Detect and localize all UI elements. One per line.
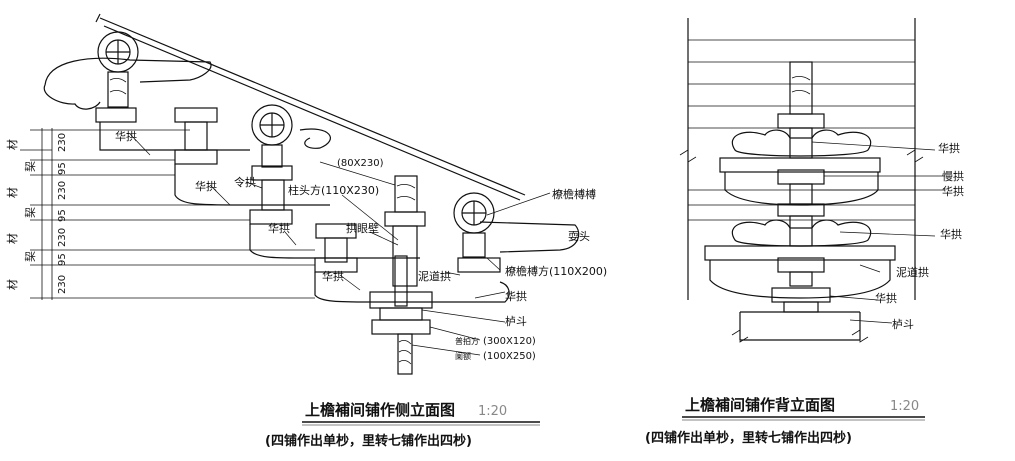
label-zhutoufang: 柱头方(110X230) xyxy=(288,183,379,197)
dim-side-label: 材 xyxy=(5,279,19,290)
back-title: 上檐補间铺作背立面图 xyxy=(685,396,835,414)
side-elevation xyxy=(20,13,580,375)
label-huagong-1: 华拱 xyxy=(115,129,137,143)
label-huagong-c: 华拱 xyxy=(940,227,962,241)
label-huagong-4: 华拱 xyxy=(322,269,344,283)
label-tuanfang: 橑檐榑方(110X200) xyxy=(505,264,607,278)
label-tuantuan: 橑檐榑榑 xyxy=(552,187,596,201)
purlin-wheel-1 xyxy=(97,31,139,108)
label-dim-300x120: (300X120) xyxy=(483,336,536,347)
label-huagong-a: 华拱 xyxy=(938,141,960,155)
label-linggong: 令拱 xyxy=(234,175,256,189)
dimension-ladder xyxy=(20,128,315,300)
label-ludou: 栌斗 xyxy=(505,314,527,328)
dim-value: 95 xyxy=(57,209,68,222)
mangong-cloud-lower xyxy=(731,219,872,247)
label-gonganbi: 拱眼壁 xyxy=(346,221,379,235)
cloud-profile-2 xyxy=(299,128,331,149)
dim-side-label: 栔 xyxy=(24,207,37,218)
purlin-wheel-2 xyxy=(251,104,293,168)
tier-4 xyxy=(314,255,510,321)
side-title: 上檐補间铺作侧立面图 xyxy=(305,401,455,419)
dim-value: 230 xyxy=(57,181,68,200)
back-subtitle: (四铺作出单杪，里转七铺作出四杪) xyxy=(645,430,852,446)
dim-side-label: 栔 xyxy=(24,161,37,172)
base-members xyxy=(371,319,431,375)
label-mangong: 慢拱 xyxy=(942,169,964,183)
label-huagong-5: 华拱 xyxy=(505,289,527,303)
label-huagong-b: 华拱 xyxy=(942,184,964,198)
back-leader-lines xyxy=(811,141,945,324)
side-subtitle: (四铺作出单杪，里转七铺作出四杪) xyxy=(265,433,472,449)
label-lan-e: 阑额 xyxy=(455,351,471,361)
label-nidaogong: 泥道拱 xyxy=(418,269,451,283)
wall-courses xyxy=(688,39,915,221)
tier-1 xyxy=(95,107,250,165)
label-huagong-2: 华拱 xyxy=(195,179,217,193)
label-huagong-3: 华拱 xyxy=(268,221,290,235)
purlin-wheel-3 xyxy=(453,192,495,258)
dim-side-label: 材 xyxy=(5,233,19,244)
label-dim-100x250: (100X250) xyxy=(483,351,536,362)
label-dim-80x230: (80X230) xyxy=(337,158,384,169)
label-shuatou: 耍头 xyxy=(568,230,590,243)
dim-value: 95 xyxy=(57,253,68,266)
dim-value: 230 xyxy=(57,275,68,294)
mangong-cloud-upper xyxy=(731,129,872,157)
label-pupaifang: 普拍方 xyxy=(455,336,479,346)
back-elevation xyxy=(679,18,945,343)
label-ludou-back: 栌斗 xyxy=(892,317,914,331)
dimension-values: 230 95 230 95 230 95 230 材 栔 材 栔 材 栔 材 xyxy=(5,133,68,294)
dim-value: 230 xyxy=(57,228,68,247)
side-title-block: 上檐補间铺作侧立面图 1:20 (四铺作出单杪，里转七铺作出四杪) xyxy=(265,401,540,449)
dim-value: 95 xyxy=(57,162,68,175)
side-labels: 华拱 华拱 令拱 柱头方(110X230) (80X230) 拱眼壁 华拱 华拱… xyxy=(115,129,607,362)
back-labels: 华拱 慢拱 华拱 华拱 泥道拱 华拱 栌斗 xyxy=(875,141,964,331)
rafter-lines xyxy=(95,13,526,201)
leader-lines xyxy=(129,133,551,356)
dim-side-label: 材 xyxy=(5,139,19,150)
shuatou-profile xyxy=(479,221,580,253)
side-scale: 1:20 xyxy=(478,404,507,419)
label-huagong-d: 华拱 xyxy=(875,291,897,305)
dim-side-label: 材 xyxy=(5,187,19,198)
dim-side-label: 栔 xyxy=(24,251,37,262)
back-title-block: 上檐補间铺作背立面图 1:20 (四铺作出单杪，里转七铺作出四杪) xyxy=(645,396,925,446)
back-scale: 1:20 xyxy=(890,399,919,414)
dim-value: 230 xyxy=(57,133,68,152)
cloud-profile xyxy=(43,57,212,110)
label-nidaogong-back: 泥道拱 xyxy=(896,265,929,279)
